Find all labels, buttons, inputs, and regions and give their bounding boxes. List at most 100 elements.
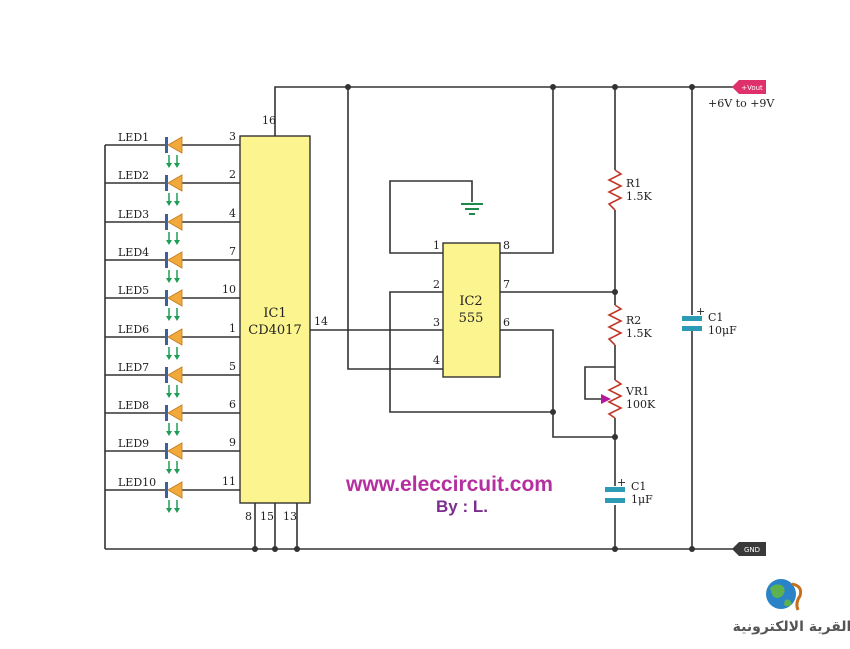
resistor-r2: R2 1.5K	[607, 304, 652, 346]
byline-text: By : L.	[436, 497, 488, 516]
vr1-name: VR1	[625, 385, 649, 398]
resistor-zigzag	[607, 304, 623, 346]
led-label: LED2	[118, 169, 149, 182]
cap-plate	[682, 326, 702, 331]
led-emission-arrowhead	[174, 393, 180, 398]
ic1-pin: 2	[229, 168, 236, 181]
ic2-pin: 3	[433, 316, 440, 329]
led-row: LED7 5	[105, 360, 240, 398]
gnd-tag: GND	[732, 542, 766, 556]
resistor-zigzag	[607, 379, 623, 419]
led-cathode-bar	[165, 252, 168, 268]
led-cathode-bar	[165, 482, 168, 498]
led-cathode-bar	[165, 329, 168, 345]
led-cathode-bar	[165, 290, 168, 306]
ic2-pin: 4	[433, 354, 440, 367]
led-cathode-bar	[165, 214, 168, 230]
c1-big-value: 10μF	[708, 324, 737, 337]
led-cathode-bar	[165, 175, 168, 191]
led-emission-arrowhead	[166, 431, 172, 436]
led-cathode-bar	[165, 443, 168, 459]
led-cathode-bar	[165, 405, 168, 421]
wires	[104, 86, 738, 550]
resistor-r1: R1 1.5K	[607, 169, 652, 211]
c1-small-name: C1	[631, 480, 646, 493]
led-row: LED3 4	[105, 207, 240, 245]
ic2-chip: IC2 555 1 2 3 4 8 7 6	[433, 239, 510, 378]
led-icon	[167, 481, 183, 499]
ic1-pin-bottom: 15	[260, 510, 274, 523]
ic1-pin: 7	[229, 245, 236, 258]
led-row: LED4 7	[105, 245, 240, 283]
ic1-pin: 6	[229, 398, 236, 411]
ic2-name: IC2	[459, 294, 482, 309]
r1-value: 1.5K	[626, 190, 652, 203]
led-emission-arrowhead	[166, 240, 172, 245]
led-icon	[167, 213, 183, 231]
ic1-name: IC1	[263, 306, 286, 321]
ic2-pin: 8	[503, 239, 510, 252]
cap-plate	[605, 498, 625, 503]
ic1-pin-bottom: 13	[283, 510, 297, 523]
cap-plus-icon: +	[696, 305, 705, 318]
led-emission-arrowhead	[166, 163, 172, 168]
led-emission-arrowhead	[174, 316, 180, 321]
vout-tag-shape	[732, 80, 766, 94]
ic1-pin: 5	[229, 360, 236, 373]
led-emission-arrowhead	[166, 316, 172, 321]
led-emission-arrowhead	[174, 240, 180, 245]
ic2-pin: 2	[433, 278, 440, 291]
ground-icon	[461, 203, 483, 215]
led-emission-arrowhead	[174, 431, 180, 436]
potentiometer-vr1: VR1 100K	[601, 379, 656, 419]
led-icon	[167, 366, 183, 384]
ic1-chip: IC1 CD4017 16 14 8 15 13	[239, 114, 328, 523]
ic2-part: 555	[459, 311, 484, 326]
cap-plate	[605, 487, 625, 492]
led-icon	[167, 289, 183, 307]
led-emission-arrowhead	[174, 201, 180, 206]
led-icon	[167, 404, 183, 422]
led-label: LED8	[118, 399, 149, 412]
led-label: LED6	[118, 323, 149, 336]
led-emission-arrowhead	[166, 469, 172, 474]
ic1-pin: 11	[222, 475, 236, 488]
ic1-pin: 1	[229, 322, 236, 335]
gnd-tag-label: GND	[744, 546, 760, 554]
logo-text: القرية الالكترونية	[733, 619, 850, 635]
led-emission-arrowhead	[174, 163, 180, 168]
led-label: LED3	[118, 208, 149, 221]
led-emission-arrowhead	[174, 355, 180, 360]
vout-tag-label: +Vout	[741, 84, 763, 92]
ic2-pin: 1	[433, 239, 440, 252]
led-row: LED6 1	[105, 322, 240, 360]
cap-plate	[682, 316, 702, 321]
led-label: LED5	[118, 284, 149, 297]
capacitor-c1-small: + C1 1μF	[605, 476, 653, 506]
wiper-arrow-icon	[601, 394, 611, 404]
website-text: www.eleccircuit.com	[345, 473, 553, 496]
ic1-pin-vdd: 16	[262, 114, 276, 127]
vout-tag: +Vout	[732, 80, 766, 94]
cap-plus-icon: +	[617, 476, 626, 489]
ic2-pin: 6	[503, 316, 510, 329]
led-label: LED10	[118, 476, 156, 489]
ic1-pin-bottom: 8	[245, 510, 252, 523]
ic1-pin: 4	[229, 207, 236, 220]
led-icon	[167, 136, 183, 154]
c1-big-name: C1	[708, 311, 723, 324]
led-row: LED8 6	[105, 398, 240, 436]
led-emission-arrowhead	[166, 278, 172, 283]
led-label: LED7	[118, 361, 149, 374]
led-emission-arrowhead	[166, 393, 172, 398]
capacitor-c1-big: + C1 10μF	[682, 305, 737, 337]
led-row: LED2 2	[105, 168, 240, 206]
led-cathode-bar	[165, 137, 168, 153]
led-icon	[167, 328, 183, 346]
ic2-pin: 7	[503, 278, 510, 291]
led-label: LED4	[118, 246, 149, 259]
r2-value: 1.5K	[626, 327, 652, 340]
